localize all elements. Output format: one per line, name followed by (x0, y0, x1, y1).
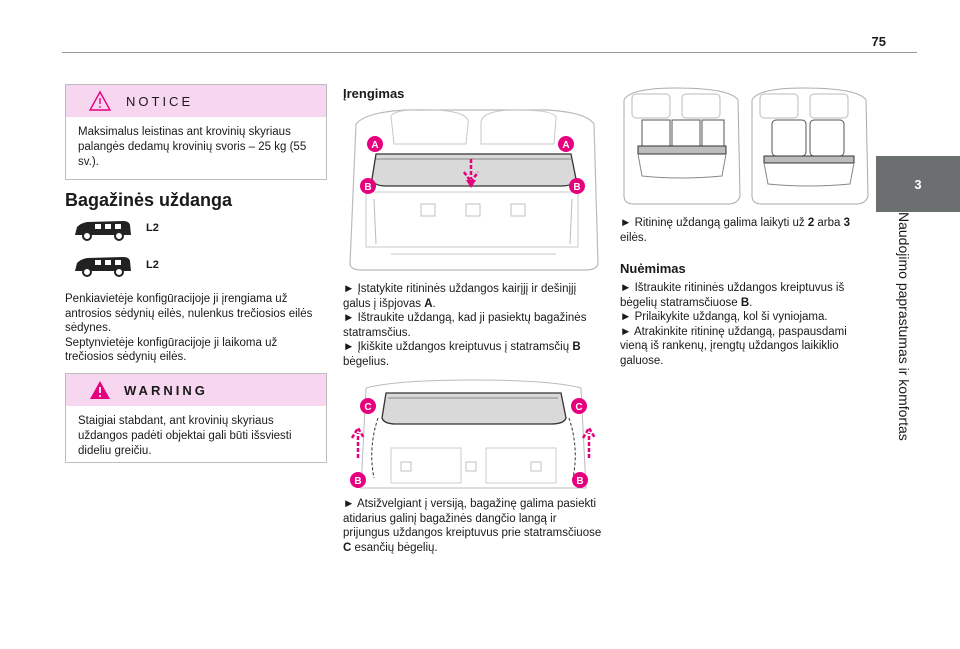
storage-text-end: eilės. (620, 231, 647, 244)
marker-a-right: A (562, 140, 569, 151)
top-rule (62, 52, 917, 53)
marker-c-left: C (364, 402, 371, 413)
notice-text: Maksimalus leistinas ant krovinių skyria… (78, 126, 307, 168)
install-step-3-text: ► Įkiškite uždangos kreiptuvus į statram… (343, 341, 573, 353)
removal-steps: ► Ištraukite ritininės uždangos kreiptuv… (620, 281, 870, 368)
storage-illustrations (620, 86, 870, 211)
page-number: 75 (871, 34, 886, 49)
tailgate-window-illustration: C C B B (350, 379, 597, 489)
install-step-4-ref: C (343, 541, 352, 554)
van-version-1 (73, 219, 133, 246)
warning-label: WARNING (124, 382, 208, 398)
warning-text: Staigiai stabdant, ant krovinių skyriaus… (78, 415, 292, 457)
install-step-2: ► Ištraukite uždangą, kad ji pasiektų ba… (343, 312, 587, 339)
install-step-1-text: ► Įstatykite ritininės uždangos kairįjį … (343, 283, 577, 310)
install-steps: ► Įstatykite ritininės uždangos kairįjį … (343, 282, 605, 369)
section-title: Bagažinės uždanga (65, 190, 233, 210)
cargo-cover-install-illustration: A A B B (349, 109, 599, 271)
van-icon (75, 221, 131, 241)
chapter-title: Naudojimo paprastumas ir komfortas (896, 212, 912, 441)
storage-row-3 (751, 87, 869, 205)
install-step-4-end: esančių bėgelių. (351, 541, 438, 554)
removal-title: Nuėmimas (620, 261, 686, 276)
install-step-4: ► Atsižvelgiant į versiją, bagažinę gali… (343, 497, 605, 555)
marker-c-right: C (575, 402, 582, 413)
removal-step-1-text: ► Ištraukite ritininės uždangos kreiptuv… (620, 282, 845, 309)
removal-step-1-ref: B (740, 296, 750, 309)
storage-text: ► Ritininę uždangą galima laikyti už 2 a… (620, 216, 870, 245)
warning-icon (90, 381, 110, 399)
notice-box: NOTICE Maksimalus leistinas ant krovinių… (65, 84, 327, 180)
version-label-1: L2 (146, 222, 159, 234)
marker-a-left: A (371, 140, 378, 151)
notice-header: NOTICE (66, 85, 326, 117)
section-body: Penkiavietėje konfigūracijoje ji įrengia… (65, 292, 327, 365)
storage-row-2 (623, 87, 741, 205)
removal-step-1: ► Ištraukite ritininės uždangos kreiptuv… (620, 282, 845, 309)
warning-header: WARNING (66, 374, 326, 406)
removal-step-2: ► Prilaikykite uždangą, kol ši vyniojama… (620, 311, 828, 323)
marker-b-lower-right: B (576, 476, 583, 487)
marker-b-right: B (573, 182, 580, 193)
install-step-3: ► Įkiškite uždangos kreiptuvus į statram… (343, 340, 605, 369)
van-version-2 (73, 255, 133, 282)
section-body-1: Penkiavietėje konfigūracijoje ji įrengia… (65, 293, 313, 334)
install-step-1-ref: A (424, 297, 433, 310)
marker-b-left: B (364, 182, 371, 193)
install-title: Įrengimas (343, 86, 405, 101)
install-step-3-end: bėgelius. (343, 355, 390, 368)
notice-icon (88, 90, 112, 111)
marker-b-lower-left: B (354, 476, 361, 487)
removal-step-3: ► Atrakinkite ritininę uždangą, paspausd… (620, 325, 847, 367)
storage-row-number-2: 3 (843, 217, 851, 229)
chapter-tab[interactable]: 3 (876, 156, 960, 212)
install-step-3-ref: B (572, 341, 581, 353)
install-step-1: ► Įstatykite ritininės uždangos kairįjį … (343, 283, 577, 310)
version-label-2: L2 (146, 259, 159, 271)
storage-text-1: ► Ritininę uždangą galima laikyti už (620, 217, 808, 229)
install-step-4-text: ► Atsižvelgiant į versiją, bagažinę gali… (343, 498, 602, 539)
storage-text-mid: arba (814, 217, 844, 229)
cover-storage-illustration (623, 87, 869, 205)
warning-box: WARNING Staigiai stabdant, ant krovinių … (65, 373, 327, 463)
notice-label: NOTICE (126, 93, 194, 109)
chapter-number: 3 (914, 176, 922, 192)
section-body-2: Septynvietėje konfigūracijoje ji laikoma… (65, 336, 278, 364)
van-icon (75, 257, 131, 277)
install-illustration-1: A A B B (346, 104, 601, 277)
install-illustration-2: C C B B (346, 378, 601, 498)
storage-row-number-1: 2 (807, 217, 815, 229)
